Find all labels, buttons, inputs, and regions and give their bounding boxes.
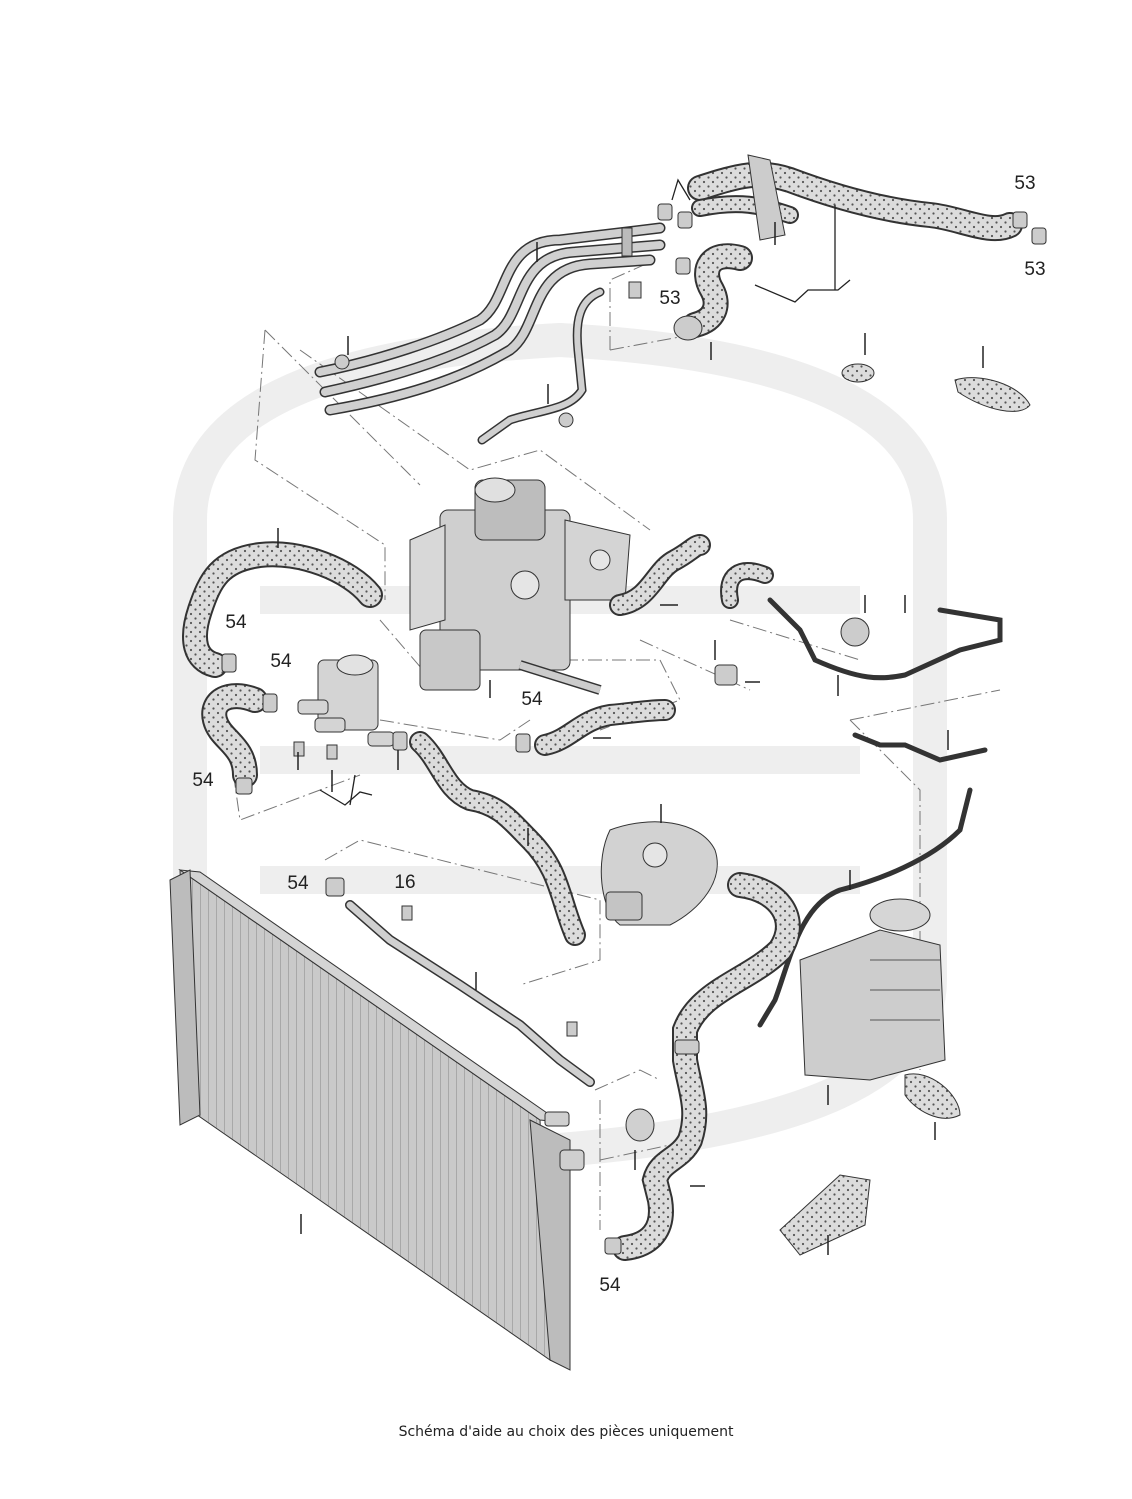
part-label-54[interactable]: 54 xyxy=(599,1275,621,1296)
u-hose[interactable] xyxy=(201,683,268,788)
pointer-ticks xyxy=(277,222,984,1255)
elbow-hose[interactable] xyxy=(682,243,753,338)
hose-clamp-54[interactable] xyxy=(221,653,237,673)
lower-coolant-hose[interactable] xyxy=(612,872,801,1261)
middle-coolant-hose[interactable] xyxy=(409,731,586,946)
part-label-53[interactable]: 53 xyxy=(1024,259,1046,280)
diagram-caption: Schéma d'aide au choix des pièces unique… xyxy=(398,1424,734,1440)
part-label-54[interactable]: 54 xyxy=(287,873,309,894)
bolt-icon xyxy=(326,744,338,760)
thermostat-housing[interactable] xyxy=(600,821,718,926)
switch-valve[interactable] xyxy=(297,654,395,747)
bolt-icon xyxy=(628,281,642,299)
grommet[interactable] xyxy=(841,363,875,383)
hose-elbow[interactable] xyxy=(625,1108,655,1142)
hose-clamp-54[interactable] xyxy=(604,1237,622,1255)
heater-hose[interactable] xyxy=(534,534,774,756)
sensor-icon xyxy=(714,664,738,686)
hose-bracket xyxy=(747,154,786,241)
expansion-tank[interactable] xyxy=(799,898,946,1081)
coolant-valve-block[interactable] xyxy=(409,477,631,691)
temperature-sensor[interactable] xyxy=(840,617,870,647)
bolt-16-icon xyxy=(401,905,413,921)
leader-lines xyxy=(229,259,1001,1230)
part-label-54[interactable]: 54 xyxy=(225,612,247,633)
group-brackets xyxy=(319,178,851,806)
hose-clamp-54[interactable] xyxy=(235,777,253,795)
bleed-pipe[interactable] xyxy=(345,900,595,1087)
part-label-53[interactable]: 53 xyxy=(659,288,681,309)
hose-clamp[interactable] xyxy=(392,731,408,751)
hose-clamp-54[interactable] xyxy=(262,693,278,713)
hose-connector xyxy=(673,315,703,341)
part-label-16[interactable]: 16 xyxy=(394,872,416,893)
bypass-pipe[interactable] xyxy=(477,287,605,445)
hose-clamp-54[interactable] xyxy=(515,733,531,753)
upper-coolant-hose[interactable] xyxy=(687,161,1023,242)
hose-clamp-54[interactable] xyxy=(325,877,345,897)
hose-connector xyxy=(674,1039,700,1055)
part-label-54[interactable]: 54 xyxy=(270,651,292,672)
coolant-pipe-bundle[interactable] xyxy=(314,222,666,416)
seal-plate[interactable] xyxy=(954,377,1031,412)
left-coolant-hose[interactable] xyxy=(182,541,383,678)
nut-icon xyxy=(334,354,350,370)
sensor-pipe[interactable] xyxy=(757,597,1003,1028)
clip-icon xyxy=(558,412,574,428)
hose-clamp-53[interactable] xyxy=(657,203,1047,275)
pipe-bracket xyxy=(621,227,633,257)
tank-seal[interactable] xyxy=(904,1073,961,1119)
tank-cover[interactable] xyxy=(779,1174,871,1256)
part-label-54[interactable]: 54 xyxy=(192,770,214,791)
bolt-icon xyxy=(566,1021,578,1037)
radiator[interactable] xyxy=(169,869,585,1371)
part-label-53[interactable]: 53 xyxy=(1014,173,1036,194)
part-label-54[interactable]: 54 xyxy=(521,689,543,710)
bolt-icon xyxy=(293,741,305,757)
